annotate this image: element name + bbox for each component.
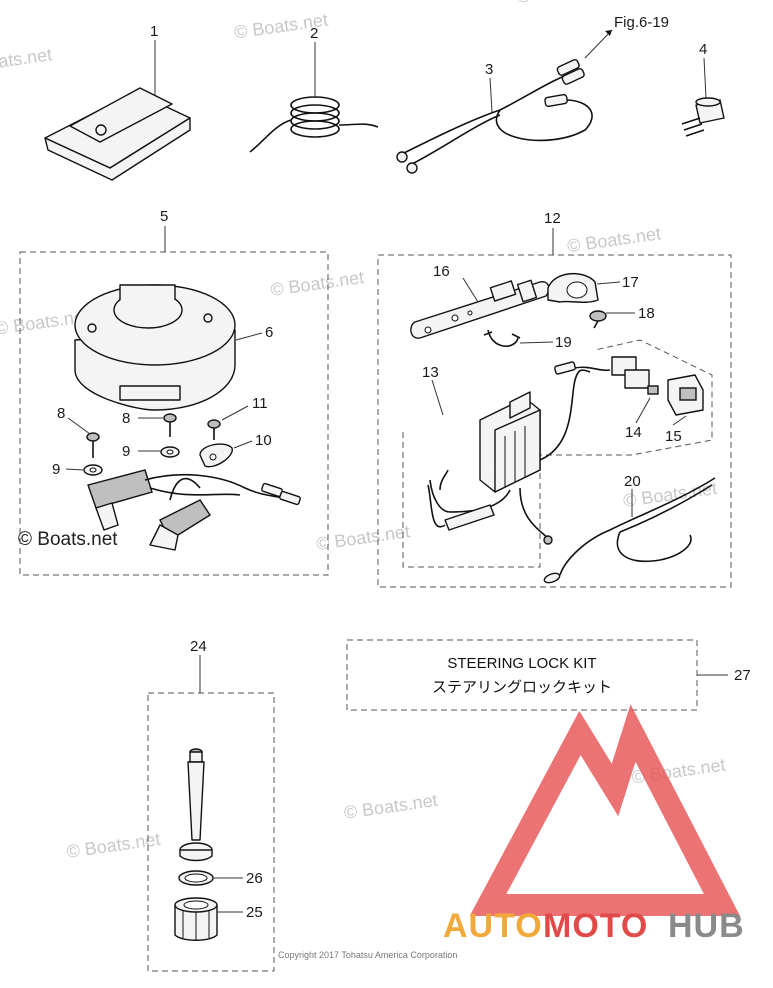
part-15-coupler[interactable]	[667, 374, 704, 416]
callout-18: 18	[638, 305, 655, 322]
watermark: © Boats.net	[65, 829, 161, 862]
watermark: © Boats.net	[315, 521, 411, 554]
part-4-spacer[interactable]	[681, 97, 725, 137]
callout-27: 27	[734, 667, 751, 684]
steering-kit-label-en: STEERING LOCK KIT	[447, 655, 596, 672]
part-26-o-ring[interactable]	[178, 870, 214, 886]
part-13-rectifier[interactable]	[427, 356, 650, 545]
part-9-washer-center[interactable]	[160, 446, 180, 458]
watermark: © Boats.net	[343, 790, 439, 823]
part-25-nut[interactable]	[174, 897, 218, 941]
watermark: © Boats.net	[0, 44, 53, 77]
callout-20: 20	[624, 473, 641, 490]
part-24-shaft[interactable]	[179, 748, 213, 862]
part-1-tool-pouch[interactable]	[44, 87, 191, 181]
callout-8-left: 8	[57, 405, 65, 422]
copyright-text: Copyright 2017 Tohatsu America Corporati…	[278, 950, 457, 960]
watermark: © Boats.net	[566, 223, 662, 256]
callout-13: 13	[422, 364, 439, 381]
callout-26: 26	[246, 870, 263, 887]
logo-auto: AUTO	[443, 907, 543, 945]
callout-17: 17	[622, 274, 639, 291]
callout-4: 4	[699, 41, 707, 58]
figure-reference[interactable]: Fig.6-19	[614, 14, 669, 31]
callout-10: 10	[255, 432, 272, 449]
group-5-box	[19, 251, 329, 576]
part-2-spring[interactable]	[249, 96, 379, 153]
callout-11: 11	[252, 395, 268, 412]
callout-8-center: 8	[122, 410, 130, 427]
part-9-washer-left[interactable]	[83, 464, 103, 476]
callout-14: 14	[625, 424, 642, 441]
logo-moto: MOTO	[543, 907, 648, 945]
watermark: © Boats.net	[516, 0, 612, 7]
part-11-screw[interactable]	[207, 419, 221, 440]
part-14-connector[interactable]	[647, 385, 659, 395]
watermark-dark: © Boats.net	[18, 529, 118, 550]
part-6-flywheel[interactable]	[74, 284, 236, 411]
watermark: © Boats.net	[269, 267, 365, 300]
automotohub-logo: AUTO MOTO HUB	[443, 704, 745, 945]
callout-2: 2	[310, 25, 318, 42]
exciter-coils[interactable]	[87, 469, 301, 551]
callout-15: 15	[665, 428, 682, 445]
callout-5: 5	[160, 208, 168, 225]
steering-lock-kit-box	[346, 639, 698, 711]
logo-hub: HUB	[668, 907, 745, 945]
part-8-screw-center[interactable]	[163, 413, 177, 437]
part-8-screw-left[interactable]	[86, 432, 100, 458]
callout-9-left: 9	[52, 461, 60, 478]
part-19-clip[interactable]	[483, 329, 521, 347]
part-3-lead-wire[interactable]	[396, 29, 613, 174]
callout-6: 6	[265, 324, 273, 341]
callout-12: 12	[544, 210, 561, 227]
part-18-bolt[interactable]	[589, 310, 607, 329]
part-10-clamp[interactable]	[199, 443, 233, 468]
callout-25: 25	[246, 904, 263, 921]
group-12-box	[377, 254, 732, 588]
group-13-box	[402, 339, 713, 568]
callout-1: 1	[150, 23, 158, 40]
part-20-cord[interactable]	[543, 477, 716, 584]
group-24-box	[147, 692, 275, 972]
part-16-bracket[interactable]	[410, 279, 550, 339]
steering-kit-label-jp: ステアリングロックキット	[432, 678, 612, 696]
callout-9-center: 9	[122, 443, 130, 460]
part-17-clamp[interactable]	[547, 272, 599, 304]
callout-19: 19	[555, 334, 572, 351]
callout-24: 24	[190, 638, 207, 655]
callout-3: 3	[485, 61, 493, 78]
callout-16: 16	[433, 263, 450, 280]
